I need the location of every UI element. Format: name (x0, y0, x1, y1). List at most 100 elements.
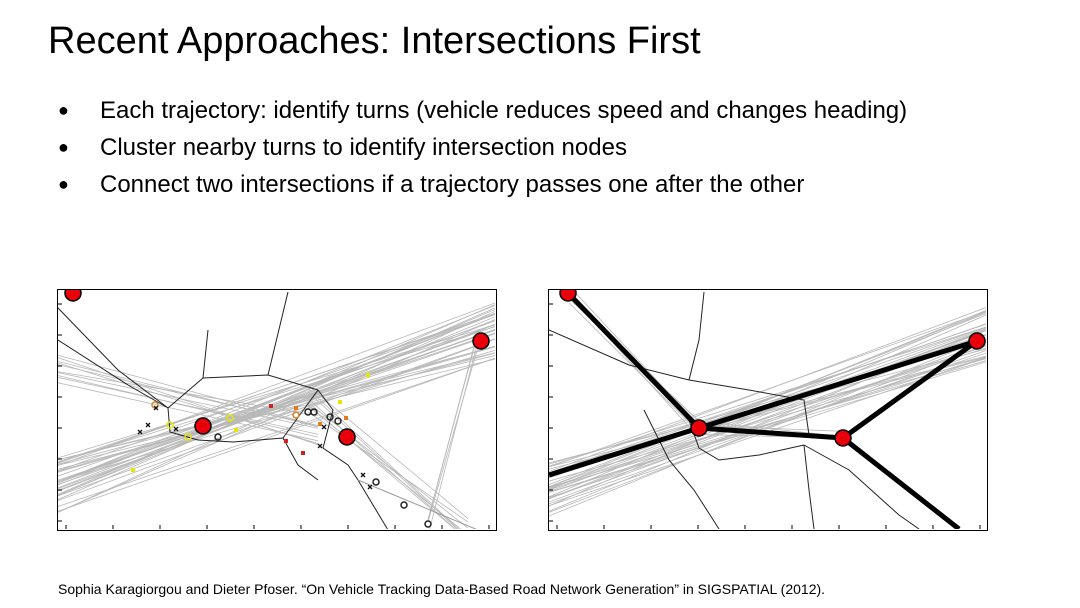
turn-marker (400, 501, 408, 509)
trajectory-line (58, 346, 495, 473)
trajectory-line (549, 342, 986, 503)
intersection-node (472, 332, 490, 350)
trajectory-line (549, 326, 986, 467)
trajectory-line (549, 310, 986, 468)
trajectory-line (58, 307, 495, 500)
trajectory-line (58, 372, 319, 429)
trajectory-line (58, 364, 319, 427)
trajectory-lines (549, 290, 986, 517)
trajectory-line (58, 302, 495, 466)
turn-marker (326, 413, 334, 421)
trajectory-line (58, 377, 319, 435)
turn-marker (317, 443, 323, 449)
turn-marker (366, 373, 370, 377)
turn-marker (294, 406, 298, 410)
road-edges (549, 291, 979, 529)
road-edge (698, 425, 844, 441)
turn-clusters-plot (58, 290, 495, 529)
turn-marker (424, 520, 432, 528)
trajectory-line (58, 326, 495, 463)
trajectory-line (58, 324, 495, 459)
trajectory-line (58, 313, 495, 464)
trajectory-line (549, 345, 986, 491)
intersection-node (968, 332, 986, 350)
axis-ticks (58, 303, 490, 529)
intersection-node (338, 428, 356, 446)
trajectory-line (549, 350, 986, 505)
turn-markers (131, 373, 432, 528)
trajectory-line (307, 411, 469, 523)
turn-marker (318, 422, 322, 426)
bullet-text: Connect two intersections if a trajector… (100, 171, 805, 198)
turn-marker (137, 429, 143, 435)
turn-marker (173, 426, 179, 432)
turn-marker (310, 408, 318, 416)
trajectory-line (58, 325, 495, 483)
intersection-node (834, 429, 852, 447)
trajectory-line (549, 311, 986, 488)
voronoi-edges (549, 291, 920, 529)
trajectory-line (429, 340, 479, 529)
bullet-dot-icon: ● (58, 100, 69, 120)
trajectory-line (549, 323, 986, 474)
turn-marker (284, 439, 288, 443)
turn-clusters-figure (57, 289, 497, 531)
turn-marker (360, 472, 366, 478)
intersection-node (690, 419, 708, 437)
trajectory-line (58, 313, 495, 472)
bullet-dot-icon: ● (58, 174, 69, 194)
trajectory-line (549, 329, 986, 490)
trajectory-line (549, 328, 986, 499)
road-network-figure (548, 289, 988, 531)
road-edge (841, 338, 979, 441)
turn-marker (151, 401, 159, 409)
road-edge (549, 425, 700, 478)
trajectory-line (58, 357, 495, 512)
turn-marker (338, 400, 342, 404)
trajectory-line (549, 360, 986, 489)
trajectory-line (58, 352, 495, 470)
turn-marker (321, 424, 327, 430)
bullet-dot-icon: ● (58, 137, 69, 157)
intersection-nodes (559, 290, 986, 447)
trajectory-line (307, 385, 469, 519)
trajectory-line (307, 404, 456, 529)
trajectory-line (427, 346, 479, 523)
intersection-node (194, 417, 212, 435)
turn-marker (226, 414, 234, 422)
trajectory-line (58, 313, 495, 484)
road-edge (698, 338, 978, 431)
trajectory-line (427, 331, 479, 520)
trajectory-line (58, 382, 319, 442)
turn-marker (334, 417, 342, 425)
trajectory-line (549, 309, 986, 491)
turn-marker (234, 428, 238, 432)
intersection-node (559, 290, 577, 302)
turn-marker (269, 404, 273, 408)
slide-title: Recent Approaches: Intersections First (48, 20, 701, 62)
bullet-item: ● Each trajectory: identify turns (vehicl… (58, 92, 907, 129)
trajectory-line (58, 323, 495, 492)
bullet-list: ● Each trajectory: identify turns (vehicl… (58, 92, 907, 203)
trajectory-line (58, 371, 319, 417)
bullet-item: ●Cluster nearby turns to identify inters… (58, 129, 907, 166)
trajectory-line (568, 302, 700, 433)
axis-ticks (549, 303, 981, 529)
trajectory-line (58, 357, 495, 507)
trajectory-line (549, 352, 986, 498)
turn-marker (292, 411, 300, 419)
turn-marker (372, 478, 380, 486)
turn-marker (153, 405, 159, 411)
turn-marker (367, 484, 373, 490)
turn-marker (344, 416, 348, 420)
trajectory-line (307, 388, 460, 529)
trajectory-line (58, 305, 495, 483)
turn-marker (166, 421, 174, 429)
turn-marker (301, 451, 305, 455)
bullet-text: Each trajectory: identify turns (vehicle… (100, 97, 908, 124)
trajectory-line (58, 357, 319, 446)
trajectory-line (58, 338, 495, 497)
road-edge (566, 291, 701, 430)
intersection-node (64, 290, 82, 302)
turn-marker (131, 468, 135, 472)
